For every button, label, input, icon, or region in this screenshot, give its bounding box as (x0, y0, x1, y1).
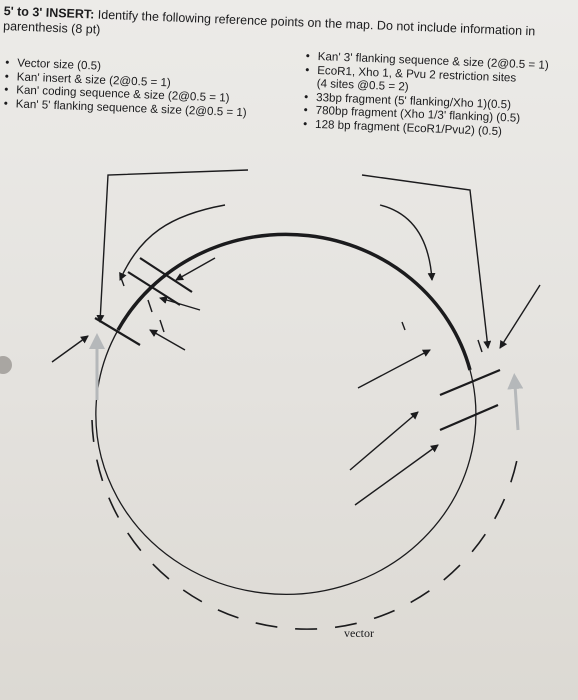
insert-arc (116, 232, 472, 371)
vector-label: vector (344, 626, 374, 640)
site-tick (94, 317, 141, 346)
leader-line (499, 284, 541, 349)
site-tick (127, 271, 181, 306)
vector-circle (95, 329, 477, 595)
vector-dashed-arc (91, 419, 519, 630)
binder-hole (0, 356, 12, 374)
left-bullet-list: Vector size (0.5) Kan' insert & size (2@… (3, 56, 285, 121)
leader-line (354, 444, 439, 506)
leader-line (119, 204, 226, 281)
gray-arrow-right (507, 373, 524, 431)
leader-line (379, 204, 436, 281)
leader-line (51, 335, 89, 363)
leader-line (361, 174, 492, 349)
leader-line (159, 296, 201, 311)
site-tick (139, 257, 193, 293)
leader-line (175, 257, 216, 281)
site-tick (439, 368, 501, 397)
leader-line (96, 169, 249, 323)
site-tick (439, 403, 499, 432)
leader-line (349, 411, 419, 471)
leader-line (357, 349, 431, 389)
leader-line (149, 329, 186, 351)
plasmid-map-diagram (51, 169, 541, 630)
right-bullet-list: Kan' 3' flanking sequence & size (2@0.5 … (303, 50, 566, 141)
